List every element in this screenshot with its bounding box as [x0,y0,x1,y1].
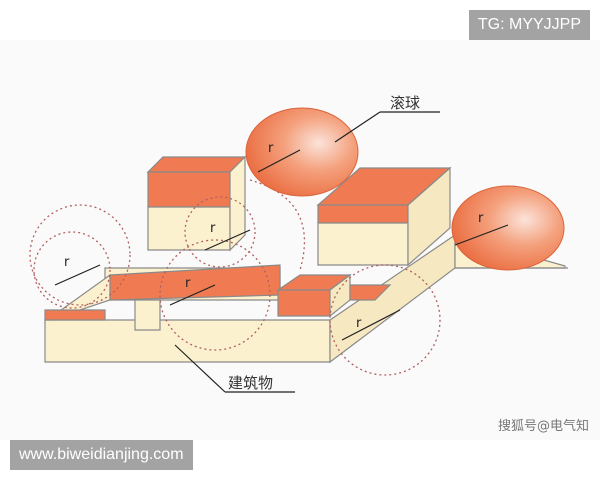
site-watermark: www.biweidianjing.com [10,440,193,470]
sohu-watermark: 搜狐号@电气知 [498,419,590,434]
radius-labels: r r r r r r [64,141,484,331]
building-label: 建筑物 [228,374,273,392]
rolling-sphere-diagram: r r r r r r 滚球 建筑物 [0,40,600,440]
svg-text:r: r [64,255,70,270]
tg-watermark: TG: MYYJJPP [468,10,590,40]
ball-label: 滚球 [390,94,420,112]
svg-text:r: r [356,316,362,331]
svg-text:r: r [478,211,484,226]
svg-text:r: r [268,141,274,156]
svg-text:r: r [185,276,191,291]
rolling-sphere-right [451,185,565,271]
rolling-sphere-top [245,107,359,197]
radius-lines [54,111,509,393]
tall-block [146,155,247,252]
right-block [316,166,452,267]
svg-text:r: r [210,221,216,236]
small-block [276,273,392,318]
